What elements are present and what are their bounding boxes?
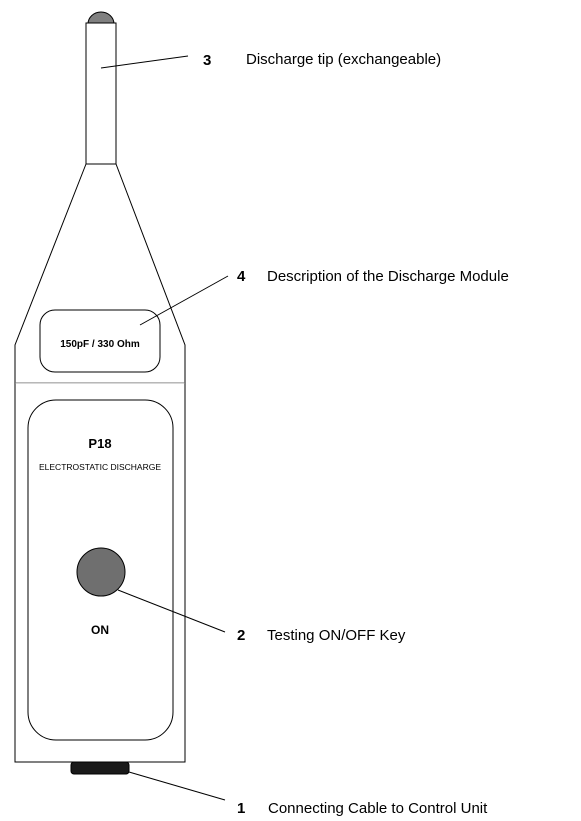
device-subtitle: ELECTROSTATIC DISCHARGE: [39, 462, 161, 472]
model-name: P18: [88, 436, 111, 451]
module-description: 150pF / 330 Ohm: [60, 339, 140, 350]
leader-line-4: [139, 275, 229, 326]
callout-1-number: 1: [237, 800, 245, 817]
callout-3-number: 3: [203, 52, 211, 69]
callout-4-text: Description of the Discharge Module: [267, 268, 509, 285]
callout-2-number: 2: [237, 627, 245, 644]
callout-4-number: 4: [237, 268, 246, 285]
leader-line-2: [117, 589, 226, 633]
leader-line-1: [128, 771, 226, 801]
callout-1-text: Connecting Cable to Control Unit: [268, 800, 488, 817]
discharge-tip: [85, 22, 117, 165]
module-label-plate: [39, 309, 161, 373]
tip-cap: [87, 11, 115, 25]
key-label: ON: [91, 623, 109, 637]
on-off-key[interactable]: [76, 547, 126, 597]
callout-3-text: Discharge tip (exchangeable): [246, 51, 441, 68]
leader-line-3: [100, 55, 189, 69]
cable-connector: [70, 761, 130, 775]
callout-2-text: Testing ON/OFF Key: [267, 627, 406, 644]
